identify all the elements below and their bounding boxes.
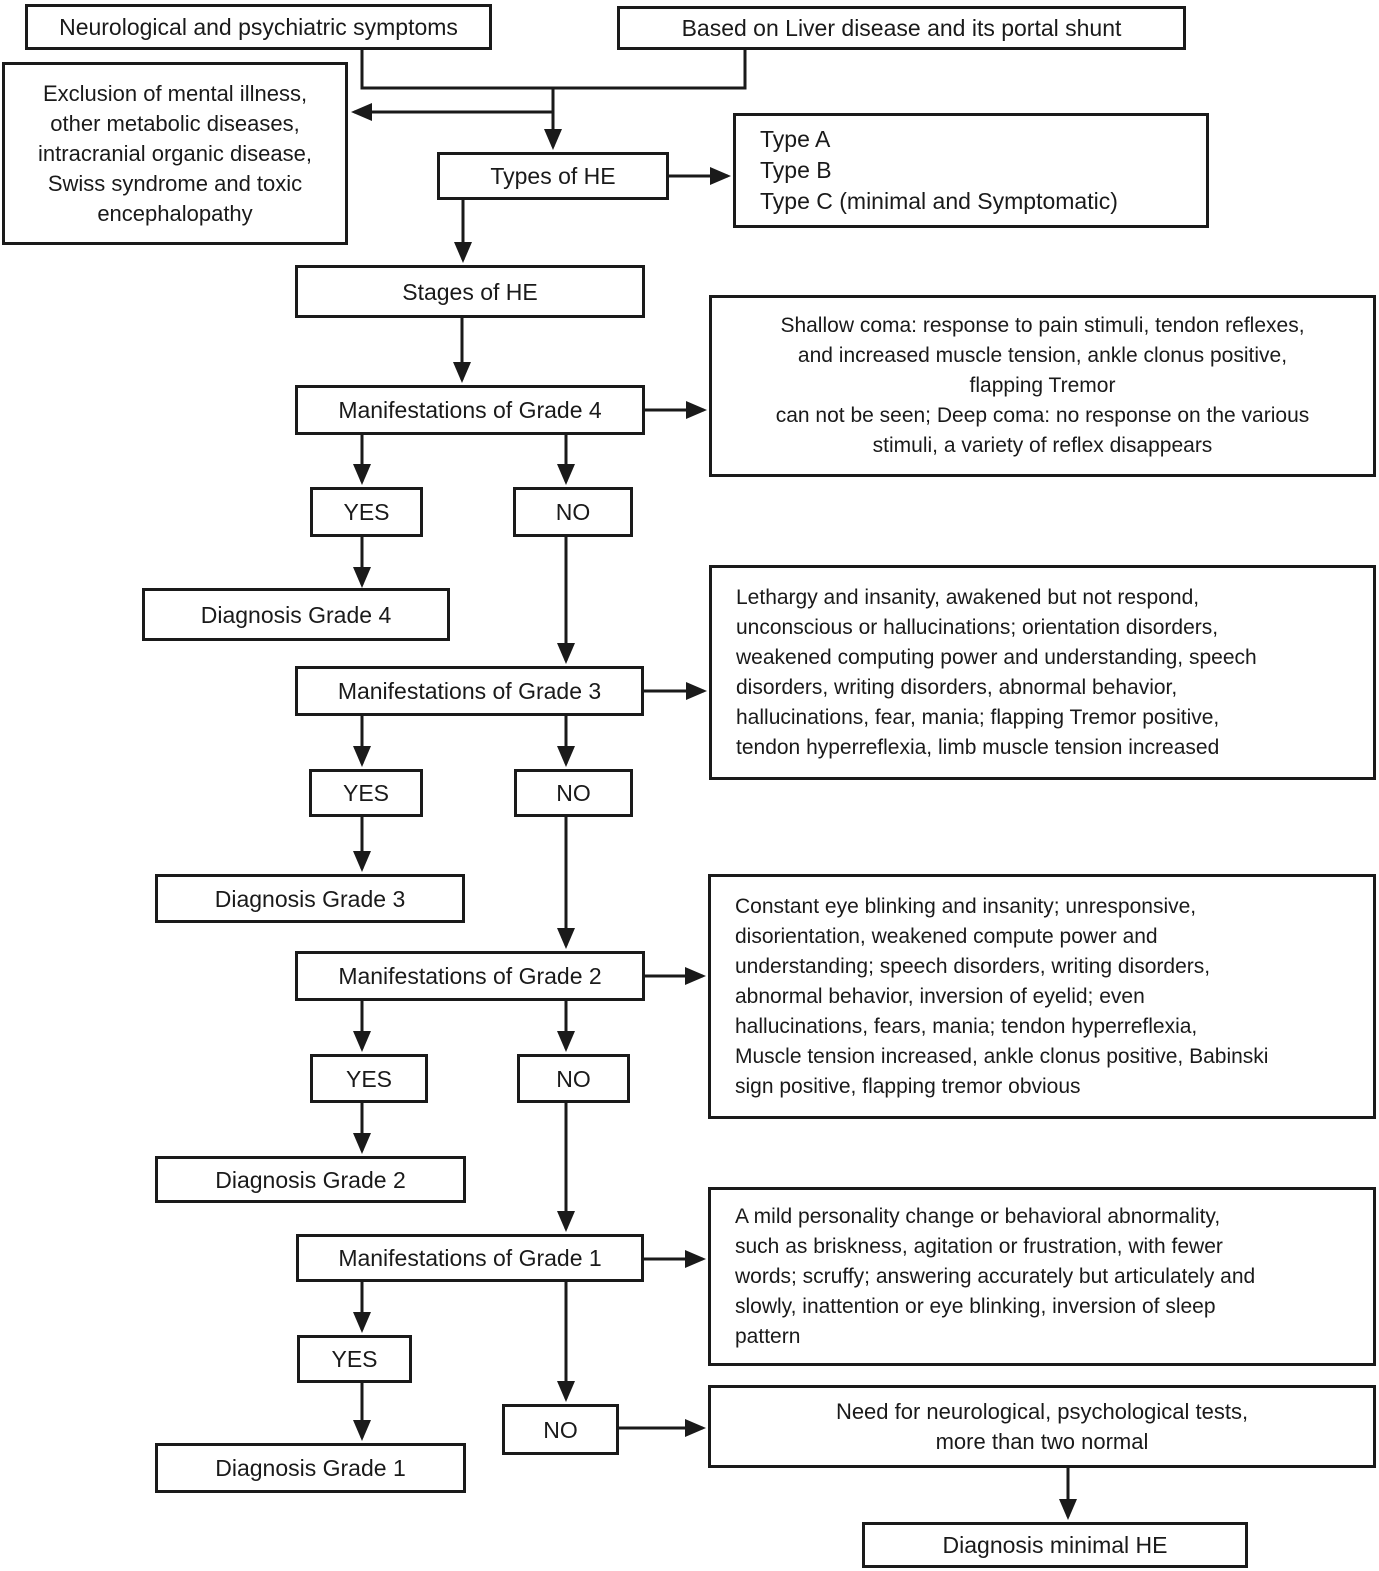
- node-based-on-liver-disease: Based on Liver disease and its portal sh…: [617, 6, 1186, 50]
- node-diagnosis-grade3: Diagnosis Grade 3: [155, 874, 465, 923]
- node-yes-grade2: YES: [310, 1054, 428, 1103]
- node-diagnosis-minimal-he: Diagnosis minimal HE: [862, 1522, 1248, 1568]
- node-yes-grade3: YES: [309, 769, 423, 817]
- node-manifestations-grade4: Manifestations of Grade 4: [295, 385, 645, 435]
- node-need-neurological-psychological-tests: Need for neurological, psychological tes…: [708, 1385, 1376, 1468]
- node-grade1-details: A mild personality change or behavioral …: [708, 1187, 1376, 1366]
- node-yes-grade4: YES: [310, 487, 423, 537]
- node-no-grade3: NO: [514, 769, 633, 817]
- node-neurological-psychiatric-symptoms: Neurological and psychiatric symptoms: [25, 4, 492, 50]
- node-diagnosis-grade1: Diagnosis Grade 1: [155, 1443, 466, 1493]
- node-no-grade1: NO: [502, 1404, 619, 1455]
- node-grade3-details: Lethargy and insanity, awakened but not …: [709, 565, 1376, 780]
- node-manifestations-grade3: Manifestations of Grade 3: [295, 666, 644, 716]
- node-diagnosis-grade4: Diagnosis Grade 4: [142, 588, 450, 641]
- node-stages-of-he: Stages of HE: [295, 265, 645, 318]
- edge-top-junction: [360, 50, 747, 90]
- node-he-type-list: Type A Type B Type C (minimal and Sympto…: [733, 113, 1209, 228]
- node-no-grade4: NO: [513, 487, 633, 537]
- node-types-of-he: Types of HE: [437, 152, 669, 200]
- node-manifestations-grade2: Manifestations of Grade 2: [295, 951, 645, 1001]
- node-no-grade2: NO: [517, 1054, 630, 1103]
- node-grade2-details: Constant eye blinking and insanity; unre…: [708, 874, 1376, 1119]
- node-manifestations-grade1: Manifestations of Grade 1: [296, 1234, 644, 1282]
- node-exclusion-of-mental-illness: Exclusion of mental illness, other metab…: [2, 62, 348, 245]
- node-diagnosis-grade2: Diagnosis Grade 2: [155, 1156, 466, 1203]
- node-grade4-details: Shallow coma: response to pain stimuli, …: [709, 295, 1376, 477]
- node-yes-grade1: YES: [297, 1335, 412, 1383]
